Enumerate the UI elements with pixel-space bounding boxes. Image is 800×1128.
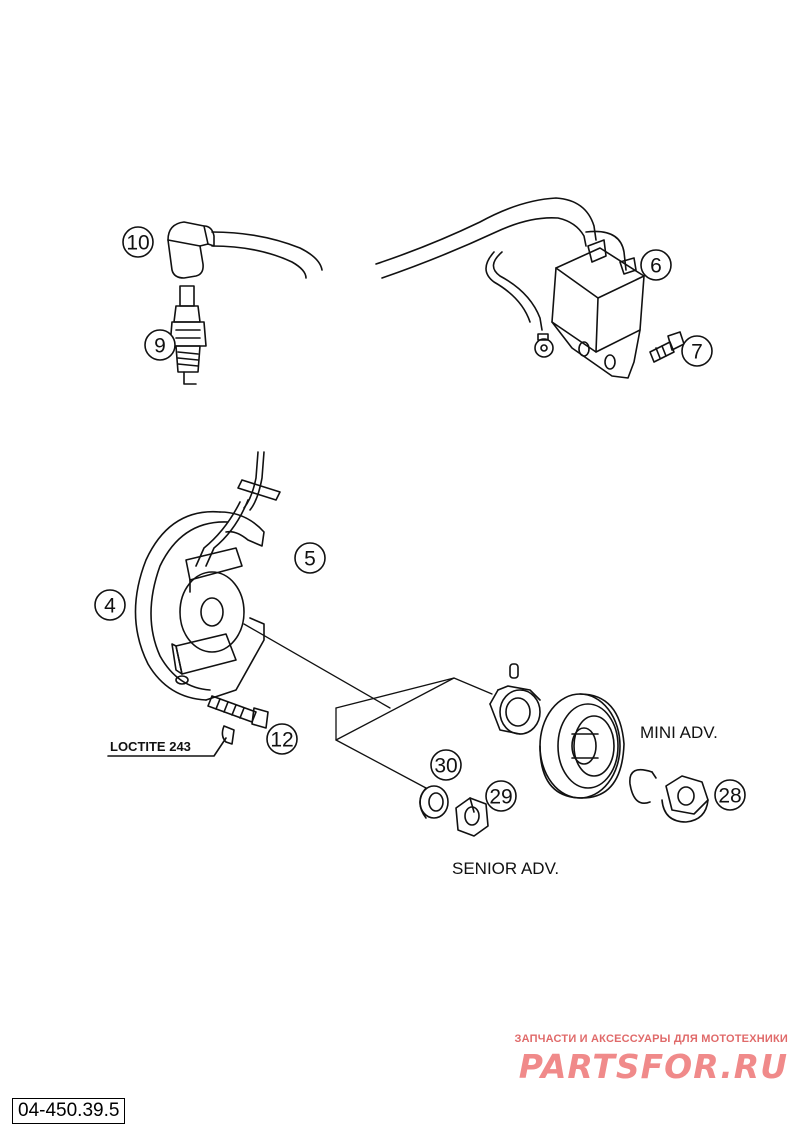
assembly-lines — [243, 623, 493, 789]
loctite-leader — [107, 737, 227, 757]
reference-code: 04-450.39.5 — [12, 1098, 126, 1124]
callout-6: 6 — [650, 255, 662, 278]
watermark-brand: PARTSFOR.RU — [518, 1047, 788, 1086]
callout-circle-9 — [144, 329, 176, 361]
spark-plug — [169, 285, 207, 385]
callout-circle-7 — [681, 335, 713, 367]
callout-circle-28 — [714, 779, 746, 811]
callout-5: 5 — [304, 548, 316, 571]
stator-coil — [171, 547, 245, 675]
ignition-coil — [534, 239, 645, 379]
spark-plug-cap — [167, 221, 323, 279]
callout-circle-6 — [640, 249, 672, 281]
callout-circle-10 — [122, 226, 154, 258]
callout-28: 28 — [718, 785, 741, 808]
callout-circle-30 — [430, 749, 462, 781]
callout-circle-5 — [294, 542, 326, 574]
rotor — [539, 693, 625, 799]
coil-mounting-screw — [649, 331, 685, 363]
washer — [419, 785, 449, 819]
callout-circle-12 — [266, 723, 298, 755]
hex-nut — [455, 797, 489, 837]
circlip — [629, 768, 657, 804]
callout-9: 9 — [154, 335, 166, 358]
watermark-tagline: ЗАПЧАСТИ И АКСЕССУАРЫ ДЛЯ МОТОТЕХНИКИ — [514, 1033, 788, 1045]
rotor-hub — [489, 663, 541, 735]
callout-29: 29 — [489, 786, 512, 809]
flange-nut — [661, 775, 709, 823]
senior-adv-label: SENIOR ADV. — [452, 859, 559, 878]
stator-wire — [195, 451, 281, 567]
mini-adv-label: MINI ADV. — [640, 723, 718, 742]
callout-10: 10 — [126, 232, 149, 255]
callout-circle-29 — [485, 780, 517, 812]
stator-screw — [207, 695, 269, 745]
coil-wiring — [375, 197, 627, 331]
callout-circle-4 — [94, 589, 126, 621]
callout-4: 4 — [104, 595, 116, 618]
callout-12: 12 — [270, 729, 293, 752]
callout-30: 30 — [434, 755, 457, 778]
callout-7: 7 — [691, 341, 703, 364]
stator-plate — [134, 510, 265, 701]
loctite-label: LOCTITE 243 — [110, 739, 191, 754]
